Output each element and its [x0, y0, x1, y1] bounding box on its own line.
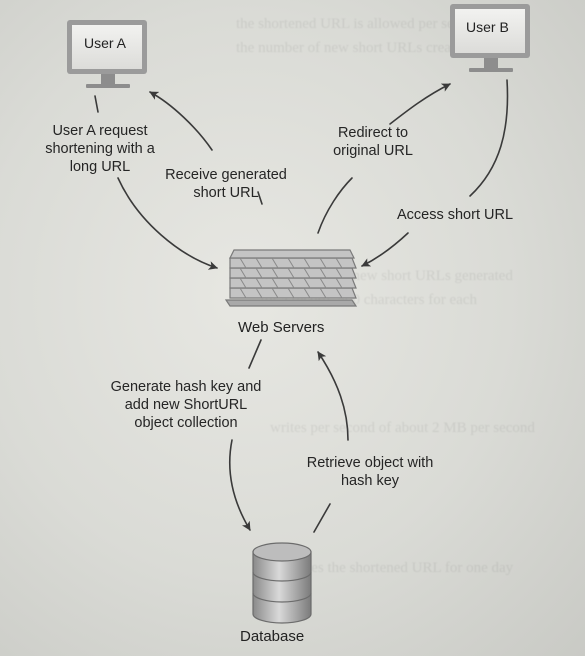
edge-receive-lead-line: [257, 191, 263, 205]
web-servers-label: Web Servers: [238, 319, 325, 336]
bleed-through-text: on stores the shortened URL for one day: [270, 560, 514, 576]
user-b-monitor-icon: [450, 4, 530, 72]
label-line: Retrieve object with: [306, 455, 434, 471]
edge-retrieve-to-web-servers: [317, 351, 349, 441]
web-servers-stack-icon: [224, 249, 358, 307]
label-line: long URL: [69, 159, 131, 175]
user-a-monitor-icon: [67, 20, 147, 88]
edge-web-servers-to-redirect: [317, 177, 353, 234]
edge-user-b-to-access: [469, 79, 509, 197]
receive-short-url-label: Receive generated short URL: [146, 166, 306, 202]
label-line: add new ShortURL: [124, 397, 248, 413]
edge-redirect-to-user-b: [389, 83, 451, 125]
bleed-through-text: the number of new short URLs created: [236, 40, 470, 56]
label-line: Generate hash key and: [110, 379, 262, 395]
label-line: Redirect to: [337, 125, 409, 141]
label-line: Receive generated: [165, 167, 287, 183]
label-line: hash key: [340, 473, 400, 489]
label-line: User A request: [52, 123, 148, 139]
label-line: shortening with a: [45, 141, 155, 157]
label-line: Access short URL: [396, 207, 514, 223]
edge-access-to-web-servers: [361, 232, 409, 267]
label-line: short URL: [193, 185, 259, 201]
edge-generate-to-database: [229, 439, 251, 531]
user-a-request-label: User A request shortening with a long UR…: [28, 122, 172, 176]
user-b-label: User B: [466, 19, 509, 35]
edge-receive-to-user-a: [149, 91, 213, 151]
edge-user-a-lead-line: [94, 95, 99, 113]
bleed-through-text: writes per second of about 2 MB per seco…: [270, 420, 535, 436]
label-line: object collection: [134, 415, 238, 431]
edge-user-a-to-web-servers: [117, 177, 218, 270]
generate-hash-label: Generate hash key and add new ShortURL o…: [96, 378, 276, 432]
user-a-label: User A: [84, 35, 127, 51]
label-line: original URL: [333, 143, 413, 159]
access-short-url-label: Access short URL: [380, 206, 530, 224]
bleed-through-text: the shortened URL is allowed per second: [236, 16, 483, 32]
edge-web-servers-to-generate: [248, 339, 262, 369]
database-cylinder-icon: [252, 542, 312, 624]
redirect-label: Redirect to original URL: [318, 124, 428, 160]
database-label: Database: [240, 628, 305, 645]
retrieve-object-label: Retrieve object with hash key: [286, 454, 454, 490]
edge-database-to-retrieve: [313, 503, 331, 533]
